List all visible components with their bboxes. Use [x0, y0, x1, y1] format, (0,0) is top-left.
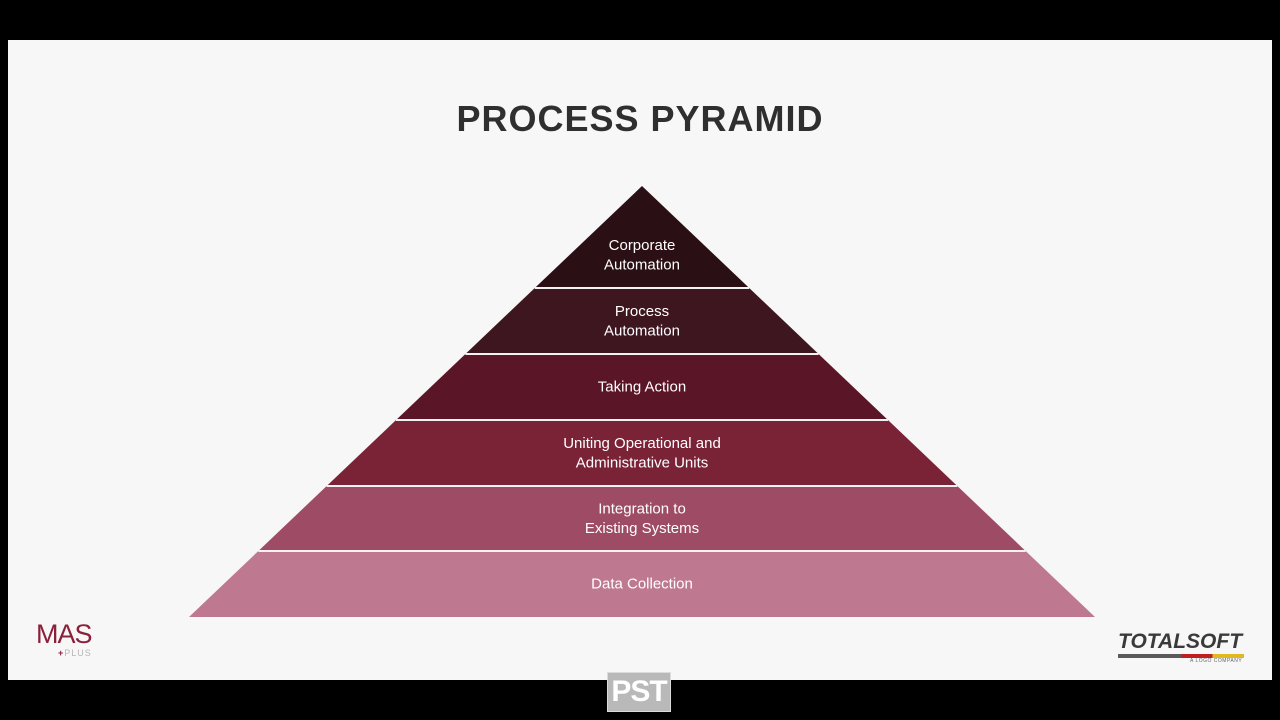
process-pyramid: CorporateAutomationProcessAutomationTaki…: [189, 186, 1095, 617]
pyramid-tier-5-label: Existing Systems: [585, 520, 699, 537]
pyramid-tier-3: [396, 354, 888, 420]
pyramid-tier-2: [465, 288, 819, 354]
channel-bug: PST: [607, 672, 671, 712]
totalsoft-logo-tagline: A LOGO COMPANY: [1190, 658, 1243, 664]
pyramid-tier-1: [534, 186, 750, 288]
pyramid-tier-4: [326, 420, 958, 486]
mas-logo-plus-word: PLUS: [64, 648, 92, 658]
pyramid-tier-2-label: Process: [615, 303, 669, 320]
pyramid-tier-4-label: Uniting Operational and: [563, 435, 721, 452]
pyramid-tier-5: [258, 486, 1026, 551]
mas-logo-subtext: +PLUS: [58, 648, 92, 658]
pyramid-tier-6-label: Data Collection: [591, 576, 693, 593]
channel-bug-text: PST: [611, 675, 667, 708]
slide-title: PROCESS PYRAMID: [456, 98, 824, 139]
totalsoft-logo-bar: [1118, 654, 1244, 658]
pyramid-tier-1-label: Automation: [604, 256, 680, 273]
pyramid-tier-5-label: Integration to: [598, 500, 686, 517]
pyramid-tier-3-label: Taking Action: [598, 379, 686, 396]
pyramid-tier-6: [189, 551, 1095, 617]
totalsoft-logo-text: TOTALSOFT: [1118, 630, 1243, 653]
mas-plus-logo: MAS +PLUS: [36, 620, 108, 662]
pyramid-tier-1-label: Corporate: [609, 237, 676, 254]
pyramid-tier-4-label: Administrative Units: [576, 454, 709, 471]
mas-logo-text: MAS: [36, 619, 93, 649]
totalsoft-logo: TOTALSOFT A LOGO COMPANY: [1118, 630, 1248, 664]
mas-logo-plus: +: [58, 648, 65, 658]
pyramid-tier-2-label: Automation: [604, 322, 680, 339]
